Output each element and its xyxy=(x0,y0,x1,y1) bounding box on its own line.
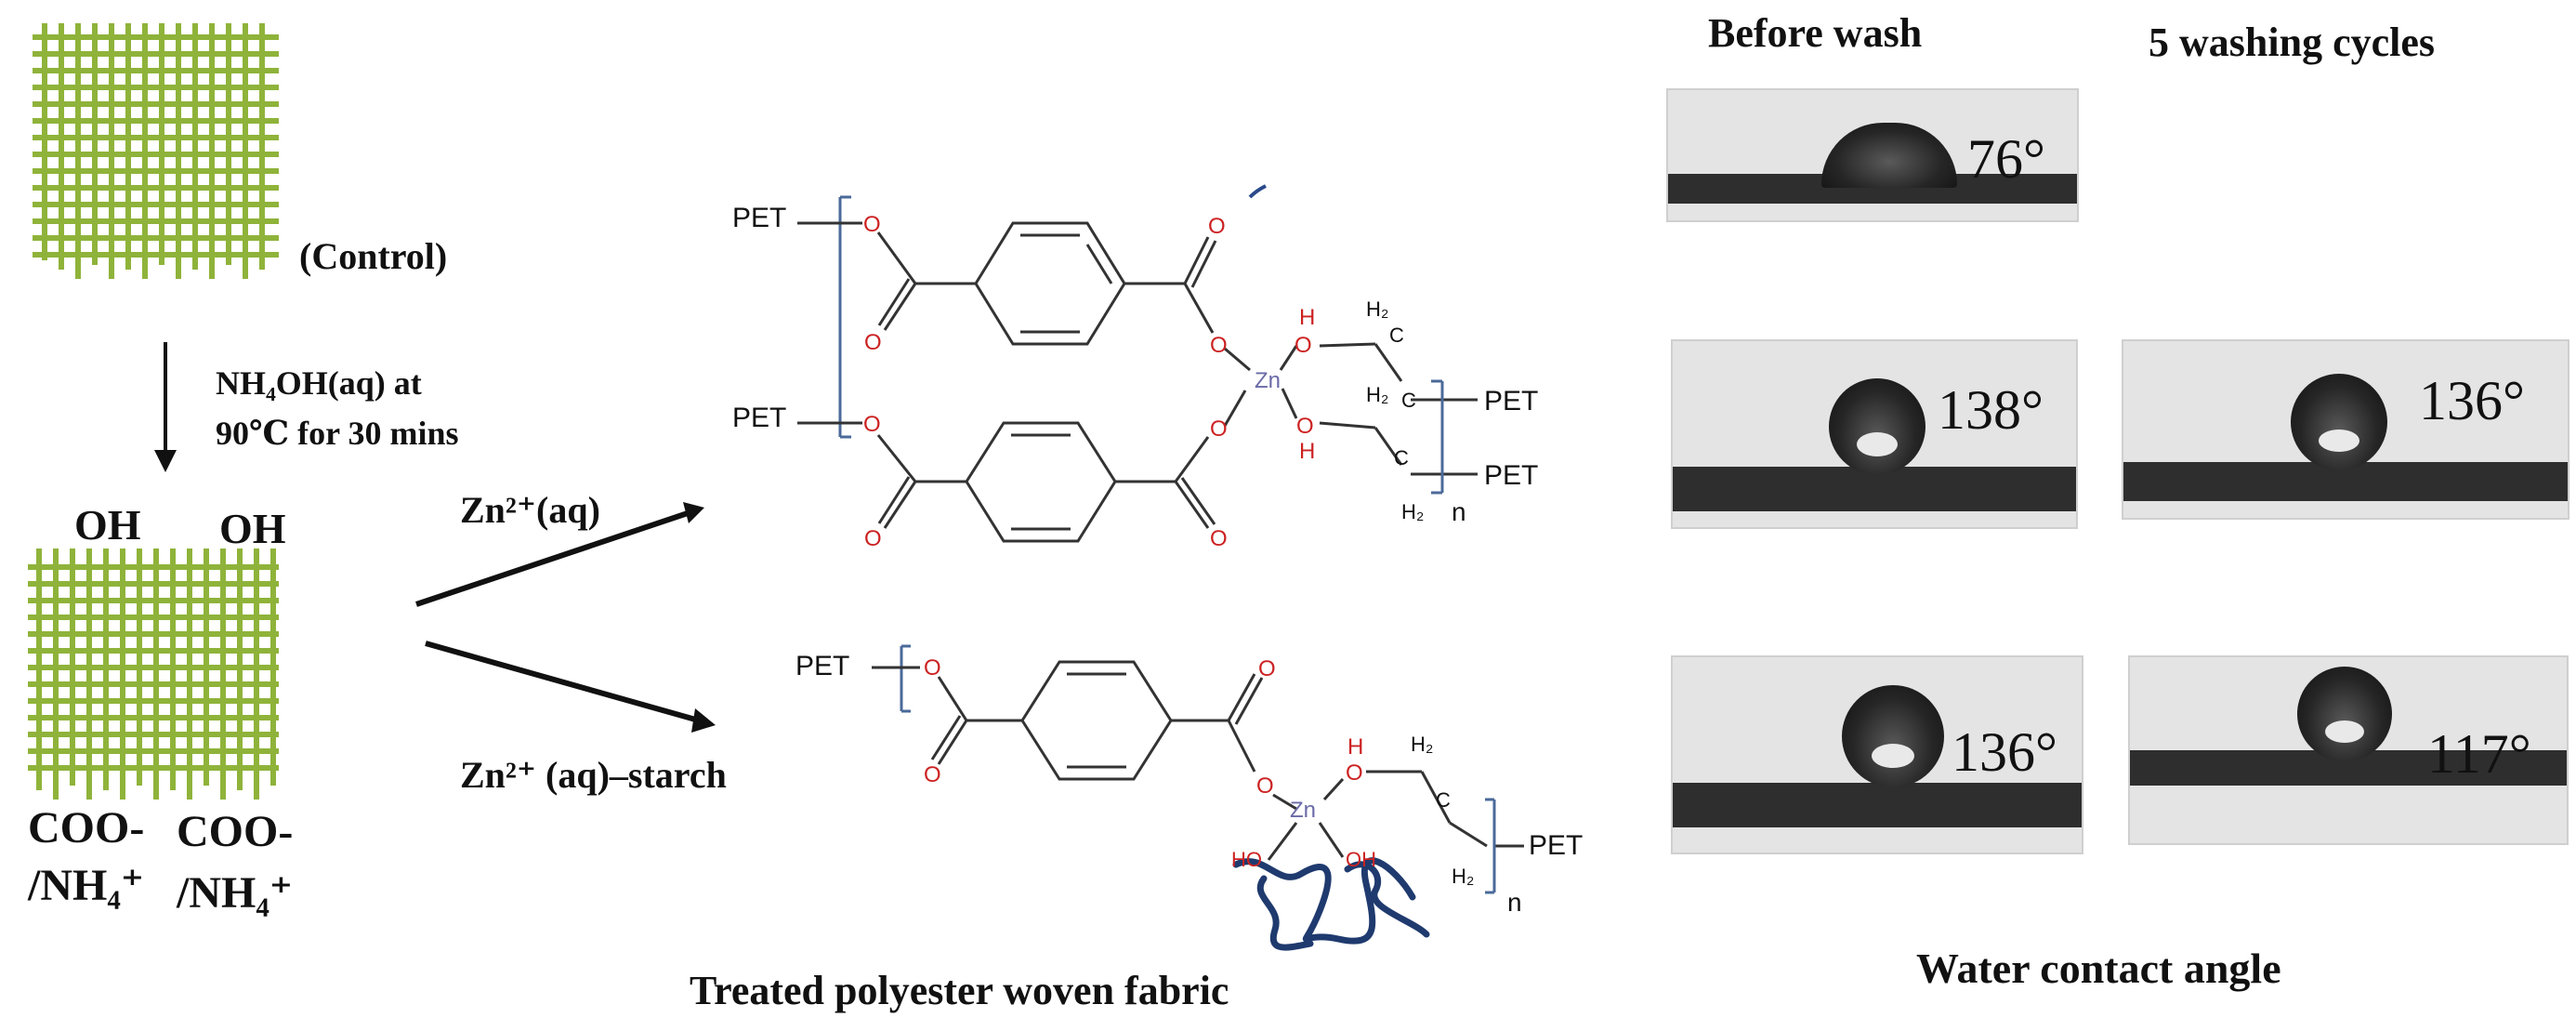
repeat-unit-n-label: n xyxy=(1452,497,1466,526)
oxygen-atom-label: O xyxy=(1346,760,1363,786)
pet-label: PET xyxy=(1484,386,1539,416)
reaction-arrow-zn xyxy=(415,502,704,607)
carbon-label: C xyxy=(1389,324,1404,347)
contact-angle-caption: Water contact angle xyxy=(1916,945,2281,992)
carbon-label: C xyxy=(1394,446,1409,469)
oh-group-label: OH xyxy=(219,505,286,552)
treated-fabric-caption: Treated polyester woven fabric xyxy=(690,968,1229,1013)
hydroxyl-label: HO xyxy=(1231,848,1262,871)
methylene-label: H₂ xyxy=(1366,297,1389,321)
reagent-condition: NH₄OH(aq) at 90℃ for 30 mins xyxy=(216,358,458,458)
before-wash-column-header: Before wash xyxy=(1708,10,1923,56)
oxygen-atom-label: O xyxy=(924,655,941,681)
hydrogen-atom-label: H xyxy=(1299,439,1316,464)
oxygen-atom-label: O xyxy=(1208,214,1226,239)
oxygen-atom-label: O xyxy=(1258,656,1276,681)
down-arrow-icon xyxy=(154,342,177,472)
oxygen-atom-label: O xyxy=(1210,333,1228,358)
oxygen-atom-label: O xyxy=(1296,414,1314,439)
nh4-label: /NH₄⁺ xyxy=(177,868,294,918)
oxygen-atom-label: O xyxy=(863,212,881,237)
contact-angle-value: 76° xyxy=(1967,128,2045,190)
zn-starch-complex-structure xyxy=(872,644,1524,894)
contact-angle-value: 136° xyxy=(1952,721,2057,783)
oxygen-atom-label: O xyxy=(1210,526,1228,551)
reaction-arrow-zn-starch xyxy=(425,641,716,733)
hydrogen-atom-label: H xyxy=(1299,305,1316,330)
reagent-line-1: NH₄OH(aq) at xyxy=(216,364,422,402)
contact-angle-photo: 76° xyxy=(1666,88,2079,222)
contact-angle-value: 138° xyxy=(1938,379,2044,441)
control-label: (Control) xyxy=(299,235,448,277)
pet-label: PET xyxy=(732,403,787,433)
repeat-unit-n-label: n xyxy=(1507,888,1522,917)
contact-angle-photo: 138° xyxy=(1671,339,2078,529)
carboxylate-group-label: COO- /NH₄⁺ xyxy=(177,801,293,924)
oxygen-atom-label: O xyxy=(863,412,881,437)
coo-label: COO- xyxy=(177,807,294,856)
control-fabric-icon xyxy=(33,23,279,279)
pet-label: PET xyxy=(1484,460,1539,491)
treated-fabric-icon xyxy=(28,549,279,800)
after-wash-column-header: 5 washing cycles xyxy=(2149,20,2435,65)
contact-angle-photo: 117° xyxy=(2128,655,2569,845)
nh4-label: /NH₄⁺ xyxy=(28,861,145,910)
methylene-label: H₂ xyxy=(1366,383,1389,406)
zn-atom-label: Zn xyxy=(1290,798,1317,823)
contact-angle-value: 117° xyxy=(2427,723,2531,785)
zn-starch-route-label: Zn²⁺ (aq)–starch xyxy=(460,754,727,796)
contact-angle-photo: 136° xyxy=(2122,339,2569,520)
oh-group-label: OH xyxy=(74,501,141,549)
starch-chain-icon xyxy=(1232,857,1430,951)
oxygen-atom-label: O xyxy=(924,762,941,787)
zn-route-label: Zn²⁺(aq) xyxy=(460,489,600,531)
oxygen-atom-label: O xyxy=(864,330,882,355)
zn-complex-structure xyxy=(797,184,1478,543)
hydrogen-atom-label: H xyxy=(1347,734,1364,760)
contact-angle-value: 136° xyxy=(2419,370,2525,431)
oxygen-atom-label: O xyxy=(1256,773,1274,799)
reagent-line-2: 90℃ for 30 mins xyxy=(216,415,459,452)
contact-angle-photo: 136° xyxy=(1671,655,2083,854)
pet-label: PET xyxy=(1529,830,1584,861)
coo-label: COO- xyxy=(28,803,145,853)
oxygen-atom-label: O xyxy=(864,526,882,551)
zn-atom-label: Zn xyxy=(1255,368,1281,393)
carboxylate-group-label: COO- /NH₄⁺ xyxy=(28,800,144,915)
carbon-label: C xyxy=(1436,788,1451,812)
pet-label: PET xyxy=(732,203,787,233)
methylene-label: H₂ xyxy=(1411,733,1434,756)
methylene-label: H₂ xyxy=(1401,500,1425,523)
hydroxyl-label: OH xyxy=(1346,848,1376,871)
pet-label: PET xyxy=(795,651,850,681)
methylene-label: H₂ xyxy=(1452,865,1475,888)
oxygen-atom-label: O xyxy=(1210,416,1228,442)
carbon-label: C xyxy=(1401,389,1416,412)
oxygen-atom-label: O xyxy=(1295,333,1312,358)
